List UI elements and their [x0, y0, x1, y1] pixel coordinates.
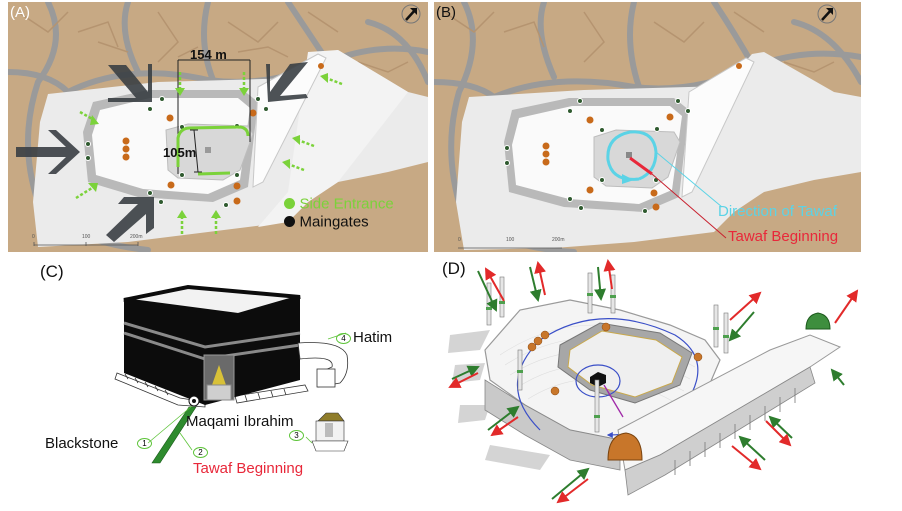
maingate-arrow-west — [16, 130, 80, 174]
scale-tick-100: 100 — [82, 234, 91, 240]
legend-label-side-entrance: Side Entrance — [299, 195, 394, 213]
east-arcade — [681, 57, 755, 198]
mosque-3d-svg — [448, 259, 859, 504]
roof-domes — [527, 322, 703, 396]
kaaba — [590, 372, 606, 387]
maingate-arrow-southwest — [106, 197, 154, 242]
direction-of-tawaf-label: Direction of Tawaf — [718, 203, 837, 220]
kaaba-roof — [123, 284, 301, 318]
tawaf-direction-circle — [606, 130, 658, 181]
maingate-dot-icon — [284, 216, 295, 228]
panel-label-c: (C) — [40, 262, 64, 281]
north-arrow-icon — [817, 4, 837, 24]
panel-b-map-tawaf-direction: (B) 0 100 200m Direction of Tawaf Tawaf … — [434, 2, 861, 252]
east-wing-columns — [674, 388, 796, 475]
east-wing-facade — [624, 366, 816, 496]
door-ornament — [212, 365, 226, 385]
domes — [542, 63, 742, 211]
marker-2-badge: 2 — [193, 447, 208, 458]
side-entrance-dot-icon — [284, 198, 295, 210]
minaret-markers — [504, 98, 691, 214]
street-lines — [443, 11, 845, 123]
scale-tick-0: 0 — [458, 237, 461, 243]
direction-leader-line — [655, 151, 723, 208]
beginning-leader-line — [651, 173, 727, 239]
tawaf-direction-arrowhead — [622, 174, 634, 184]
map-a-svg — [8, 2, 428, 252]
large-dome-green — [805, 312, 831, 330]
blackstone-label: Blackstone — [45, 435, 119, 452]
tawaf-start-line — [603, 384, 624, 418]
east-extension — [258, 50, 408, 227]
minaret-markers — [85, 96, 269, 208]
mosque-facade — [484, 379, 621, 471]
domes — [122, 63, 324, 205]
maqam-ibrahim-structure — [311, 412, 349, 452]
maingate-arrow-northwest — [108, 64, 152, 102]
panel-label-b: (B) — [436, 4, 456, 21]
door-steps — [206, 384, 232, 401]
tawaf-start-line — [151, 406, 197, 464]
scale-bar — [33, 242, 139, 246]
hatim-wall — [297, 342, 349, 388]
panel-label-d: (D) — [442, 259, 466, 278]
street-lines — [17, 11, 419, 123]
kiswah-band-upper — [123, 321, 301, 349]
panel-d-3d-mosque-flow: (D) — [430, 255, 902, 511]
legend-item-side-entrance: Side Entrance — [284, 195, 394, 213]
height-dimension-label: 105m — [163, 145, 197, 160]
north-arrow-icon — [401, 4, 421, 24]
width-dimension-label: 154 m — [190, 47, 227, 62]
maqami-ibrahim-label: Maqami Ibrahim — [186, 413, 294, 430]
main-gate-arrows — [16, 62, 308, 242]
large-dome-orange — [607, 432, 643, 461]
exit-arrows — [448, 259, 859, 504]
scale-tick-200: 200m — [552, 237, 565, 243]
tawaf-beginning-label-c: Tawaf Beginning — [193, 460, 304, 477]
panel-a-map-side-entrances: (A) 154 m 105m 0 100 200m Side Entrance … — [8, 2, 428, 252]
panel-label-a: (A) — [10, 4, 30, 21]
green-circulation-path — [176, 125, 250, 176]
scale-tick-100: 100 — [506, 237, 515, 243]
legend-item-maingates: Maingates — [284, 213, 369, 231]
tile-base — [114, 372, 309, 408]
kaaba-marker — [626, 152, 632, 158]
marker-4-badge: 4 — [336, 333, 351, 344]
kaaba-marker — [205, 147, 211, 153]
panel-c-kaaba-diagram: (C) 1 Blackstone 2 Tawaf Beginning 3 Maq… — [0, 255, 430, 511]
side-entrance-arrowheads — [88, 73, 328, 218]
marker-1-badge: 1 — [137, 438, 152, 449]
kaaba-svg — [114, 284, 349, 464]
maingate-arrow-northeast — [266, 62, 308, 102]
map-b-svg — [434, 2, 861, 252]
scale-tick-0: 0 — [32, 234, 35, 240]
east-arcade — [252, 53, 327, 188]
hatim-label: Hatim — [353, 329, 393, 346]
legend-label-maingates: Maingates — [299, 213, 369, 231]
marker-3-badge: 3 — [289, 430, 304, 441]
tawaf-beginning-line — [629, 156, 653, 176]
tawaf-beginning-label: Tawaf Beginning — [728, 228, 839, 245]
scale-tick-200: 200m — [130, 234, 143, 240]
side-entrance-arrows — [75, 72, 343, 234]
blackstone-dot — [192, 399, 196, 403]
